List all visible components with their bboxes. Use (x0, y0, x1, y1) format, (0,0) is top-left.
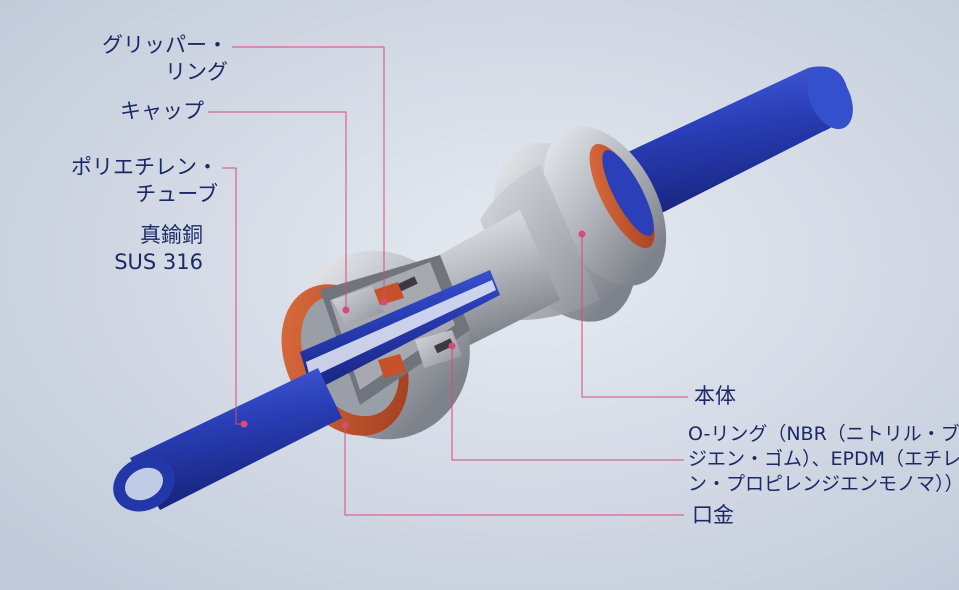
leader-body (581, 234, 688, 398)
label-gripper-ring-line1: グリッパー・ (102, 33, 228, 57)
leader-gripper-ring (232, 46, 385, 302)
label-collet: 口金 (692, 503, 734, 527)
label-tube-line2: チューブ (135, 182, 218, 206)
label-cap: キャップ (120, 99, 204, 123)
label-oring-line2: ジエン・ゴム）、EPDM（エチレ (688, 448, 959, 470)
label-material-line2: SUS 316 (114, 250, 203, 274)
tube-right (600, 66, 853, 225)
leader-dots (240, 230, 586, 429)
leader-cap (208, 111, 347, 310)
label-oring-line3: ン・プロピレンジエンモノマ）） (688, 473, 959, 495)
leader-tube (222, 167, 244, 425)
label-tube-line1: ポリエチレン・ (71, 155, 218, 179)
label-tube: ポリエチレン・ チューブ (71, 154, 218, 208)
label-oring-line1: O-リング（NBR（ニトリル・ブタ (688, 423, 959, 445)
leader-lines (208, 46, 688, 516)
label-gripper-ring-line2: リング (165, 60, 228, 84)
label-material-line1: 真鍮銅 (140, 223, 203, 247)
label-material: 真鍮銅 SUS 316 (114, 222, 203, 276)
label-oring: O-リング（NBR（ニトリル・ブタ ジエン・ゴム）、EPDM（エチレ ン・プロピ… (688, 422, 959, 497)
leader-oring (451, 346, 684, 461)
tube-inner (300, 270, 500, 392)
label-gripper-ring: グリッパー・ リング (102, 32, 228, 86)
label-body: 本体 (694, 384, 736, 408)
leader-collet (344, 425, 684, 516)
tube-left (113, 368, 342, 512)
